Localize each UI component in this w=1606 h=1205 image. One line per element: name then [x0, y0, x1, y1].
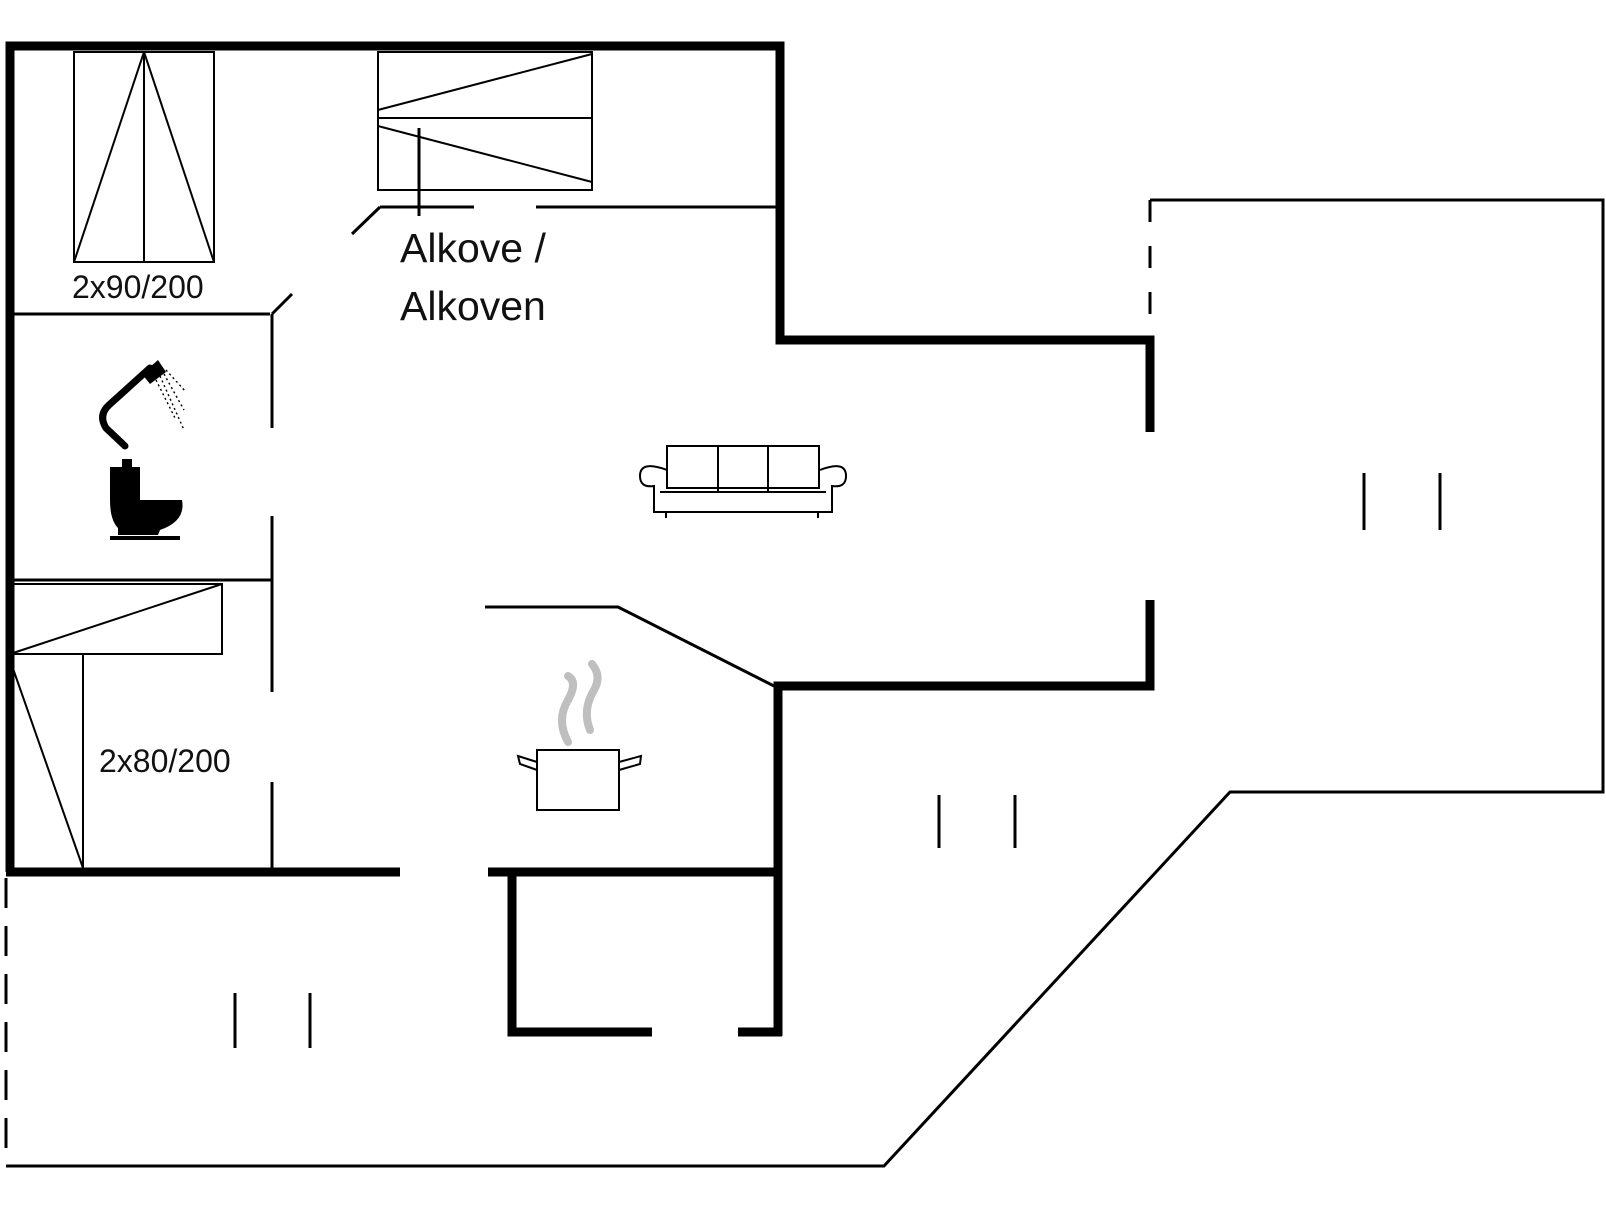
bed-size-label-top: 2x90/200	[72, 269, 204, 305]
cooking-pot-icon	[516, 660, 643, 811]
bed-top-left	[73, 51, 215, 263]
toilet-icon	[110, 459, 183, 540]
terrace-markers	[233, 473, 1442, 1048]
alcove-beds	[377, 51, 593, 216]
bed-bottom-left	[9, 583, 223, 869]
alcove-label-line1: Alkove /	[400, 225, 546, 271]
walls	[5, 41, 1155, 1037]
open-boundaries	[4, 200, 1152, 1166]
bed-size-label-bottom: 2x80/200	[99, 743, 231, 779]
partitions	[6, 198, 1605, 1168]
sofa-icon	[638, 445, 848, 518]
alcove-label-line2: Alkoven	[400, 283, 546, 329]
shower-icon	[99, 360, 187, 450]
